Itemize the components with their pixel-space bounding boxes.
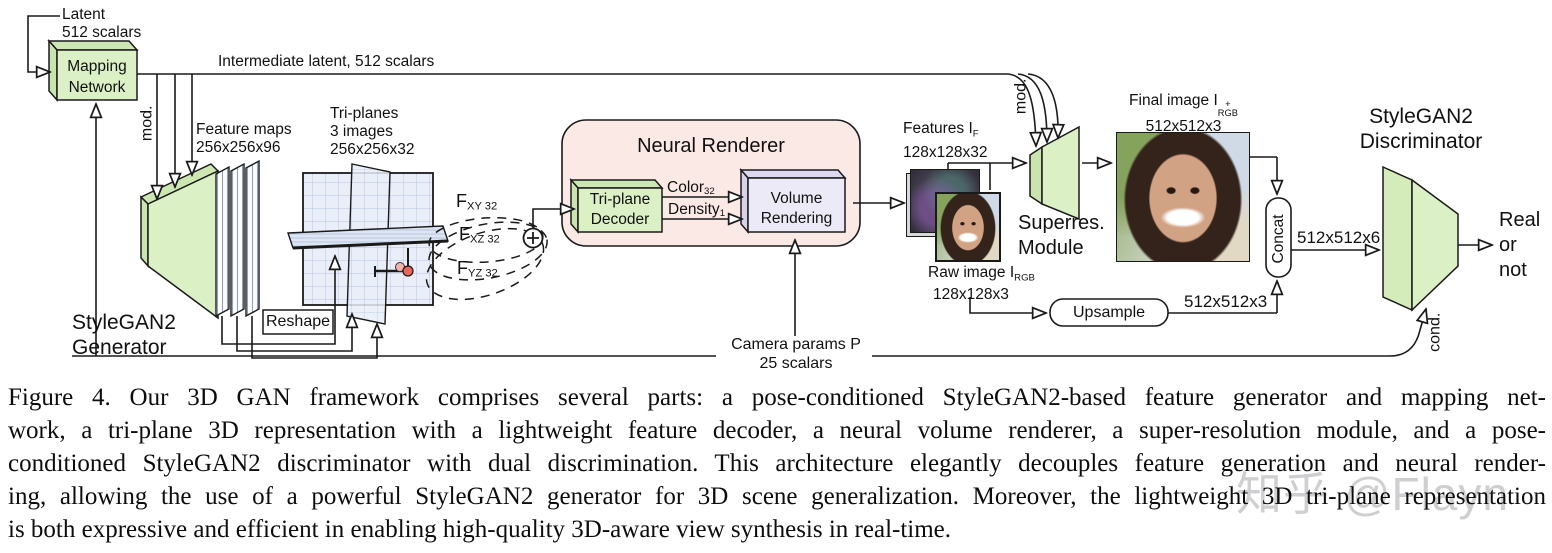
triplane-decoder-box [569, 178, 664, 234]
caption-line: ing, allowing the use of a powerful Styl… [8, 483, 1546, 510]
diagram-canvas [27, 15, 1552, 359]
watermark: 知乎 @Flayn [1236, 468, 1509, 520]
reshape-box [262, 309, 334, 335]
f-xz-label: FXZ 32 [459, 224, 500, 246]
cond-label: cond. [1426, 312, 1444, 352]
final-image-face [1116, 132, 1250, 262]
upsample-label: Upsample [1072, 304, 1146, 321]
intermediate-latent-label: Intermediate latent, 512 scalars [218, 53, 435, 70]
raw-image-face [935, 192, 1001, 262]
caption-line: is both expressive and efficient in enab… [8, 516, 952, 543]
f-xy-label: FXY 32 [456, 191, 498, 213]
superres-module-label: Superres.Module [1018, 212, 1105, 259]
sum-node [522, 227, 544, 249]
volume-rendering-box [739, 168, 847, 234]
density-output-label: Density1 [668, 201, 726, 220]
caption-line: conditioned StyleGAN2 discriminator with… [8, 450, 1546, 477]
sample-point [402, 265, 414, 277]
reshape-label: Reshape [265, 313, 331, 330]
figure-caption: Figure 4. Our 3D GAN framework comprises… [8, 384, 1546, 549]
features-label: Features IF 128x128x32 [903, 120, 988, 161]
f-yz-label: FYZ 32 [457, 258, 498, 280]
color-output-label: Color32 [667, 179, 715, 198]
triplanes-shape [287, 163, 449, 325]
upsample-size-label: 512x512x3 [1184, 292, 1268, 311]
neural-renderer-title: Neural Renderer [637, 135, 785, 157]
concat-box [1265, 197, 1292, 278]
upsample-box [1049, 298, 1169, 327]
caption-line: Figure 4. Our 3D GAN framework comprises… [8, 384, 1546, 411]
feature-maps-planes [215, 159, 260, 318]
concat-label: Concat [1270, 214, 1288, 264]
mapping-network-box [47, 39, 139, 102]
superres-shape [1029, 125, 1080, 221]
discriminator-shape [1382, 165, 1459, 312]
mod-superres-label: mod. [1012, 78, 1030, 115]
concat-size-label: 512x512x6 [1297, 228, 1381, 247]
generator-shape [139, 163, 220, 320]
caption-line: work, a tri-plane 3D representation with… [8, 417, 1546, 444]
mod-generator-label: mod. [138, 105, 156, 142]
final-image-label: Final image I+RGB 512x512x3 [1129, 92, 1238, 136]
raw-image-label: Raw image IRGB 128x128x3 [928, 264, 1035, 304]
connectors [27, 15, 1492, 359]
